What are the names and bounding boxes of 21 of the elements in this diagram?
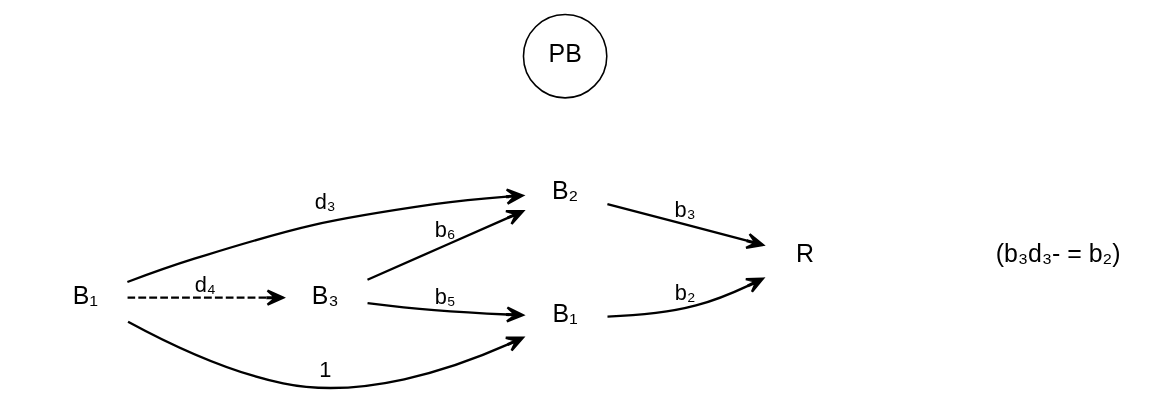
edge-label: d₄ [194,271,216,297]
node-text: B₃ [311,280,339,309]
arrow [127,320,524,390]
edge-label: b₆ [434,217,456,243]
edge-label: b₃ [674,196,696,222]
arrow [126,188,524,284]
edge-label: d₃ [314,189,336,215]
edge-label: b₅ [434,284,456,310]
node-text: B₂ [551,176,578,205]
node-circle: PB [522,13,608,99]
arrow [366,209,524,281]
arrow [127,289,284,306]
arrow [366,301,524,323]
label: (b₃d₃- = b₂) [995,238,1121,267]
node-text: B₁ [552,299,578,328]
node-text: B₁ [72,280,98,309]
edge-label: 1 [318,357,331,383]
arrow [606,202,764,249]
edge-label: b₂ [674,279,695,305]
node-text: R [795,238,814,267]
arrow [606,277,764,318]
